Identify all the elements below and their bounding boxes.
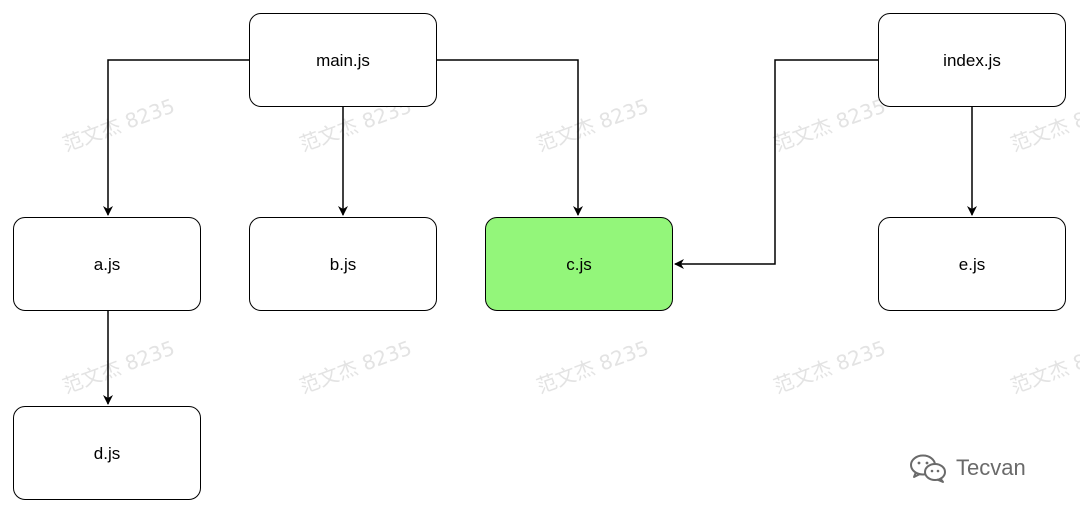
wechat-icon (910, 454, 946, 483)
node-c-js[interactable]: c.js (485, 217, 673, 311)
node-label: b.js (329, 254, 357, 274)
node-index-js[interactable]: index.js (878, 13, 1066, 107)
node-label: index.js (943, 50, 1001, 70)
node-main-js[interactable]: main.js (249, 13, 437, 107)
node-e-js[interactable]: e.js (878, 217, 1066, 311)
edge-main-to-c (437, 59, 583, 216)
node-a-js[interactable]: a.js (13, 217, 201, 311)
brand-label: Tecvan (956, 455, 1026, 480)
node-label: a.js (93, 254, 121, 274)
edge-index-to-c (674, 59, 878, 269)
edge-main-to-a (103, 59, 249, 216)
node-label: c.js (566, 254, 592, 274)
node-label: e.js (958, 254, 986, 274)
node-b-js[interactable]: b.js (249, 217, 437, 311)
node-label: main.js (316, 50, 370, 70)
node-d-js[interactable]: d.js (13, 406, 201, 500)
brand-mark: Tecvan (908, 452, 1026, 484)
node-label: d.js (93, 443, 121, 463)
